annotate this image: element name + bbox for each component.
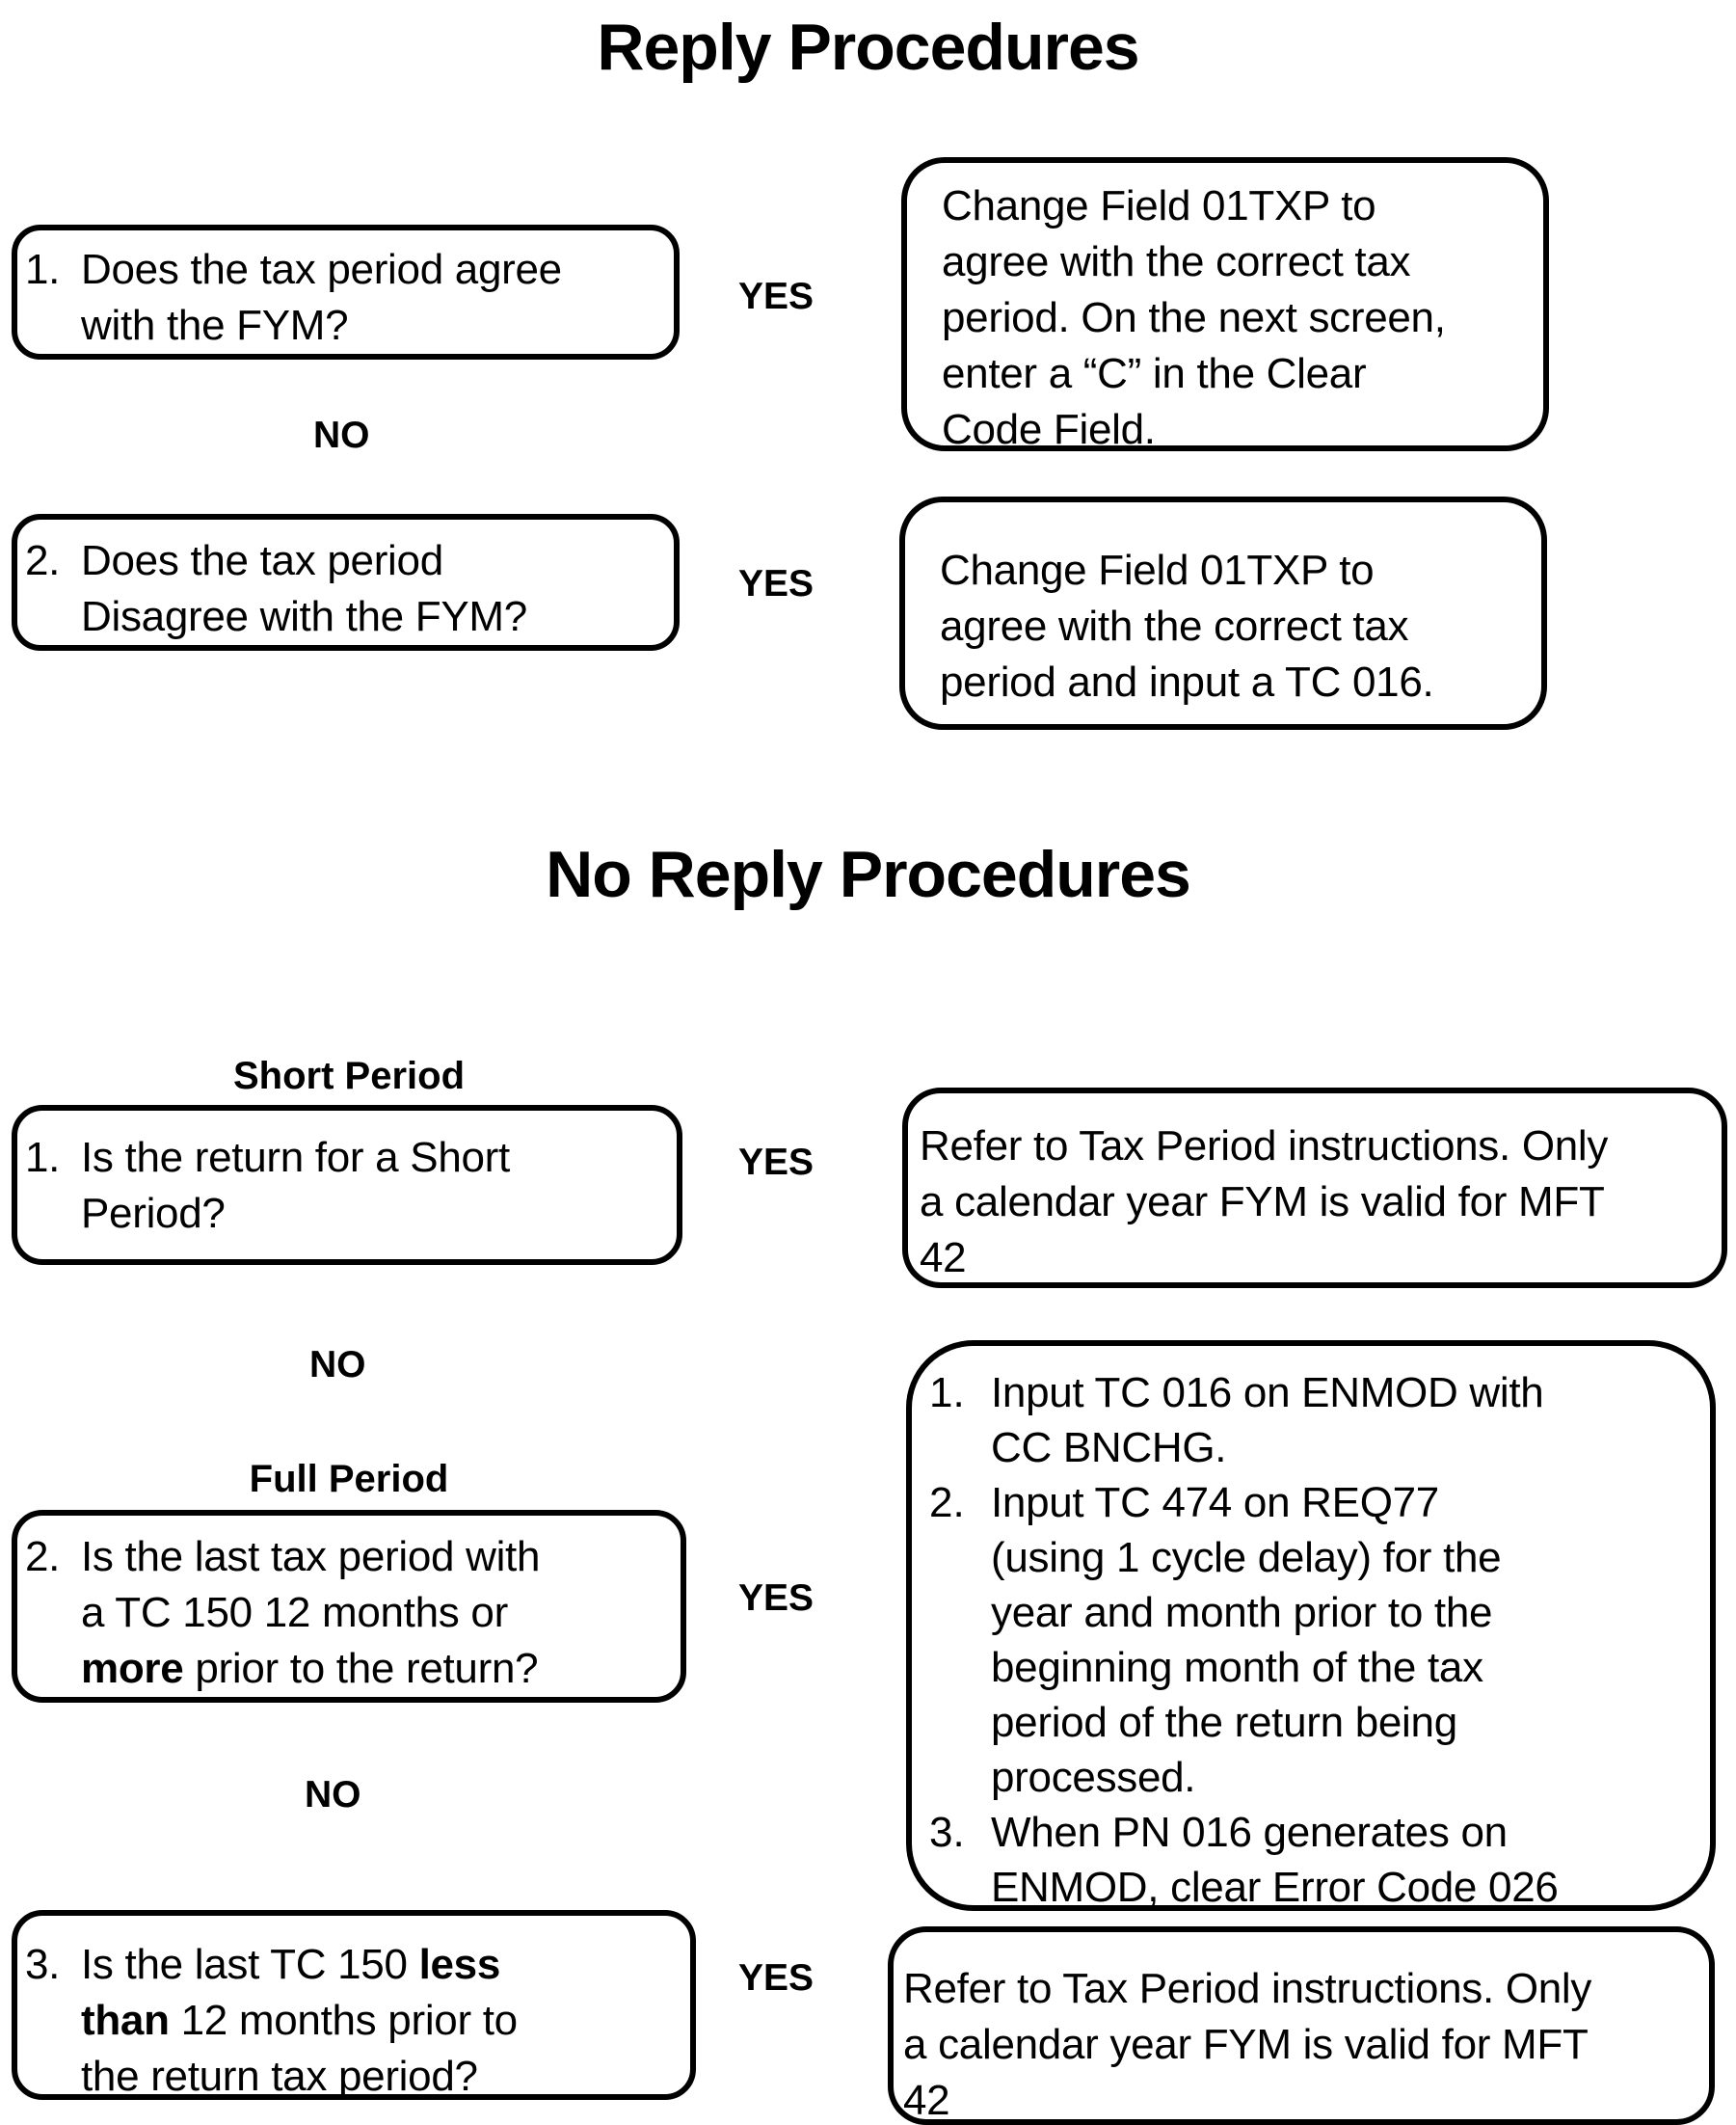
question-number: 2. — [25, 537, 61, 584]
question-text-part: prior to the return? — [183, 1645, 539, 1692]
answer-box-3: Refer to Tax Period instructions. Only a… — [902, 1088, 1727, 1288]
instruction-number: 1. — [929, 1369, 965, 1416]
question-text-bold: more — [81, 1645, 184, 1692]
question-text: Is the return for a Short Period? — [81, 1134, 510, 1237]
answer-text: Refer to Tax Period instructions. Only a… — [920, 1122, 1609, 1281]
question-text-part: Is the last tax period with a TC 150 12 … — [81, 1533, 541, 1636]
answer-text: Change Field 01TXP to agree with the cor… — [940, 547, 1434, 706]
question-box-1: 1. Does the tax period agree with the FY… — [12, 225, 680, 360]
question-box-4: 2. Is the last tax period with a TC 150 … — [12, 1510, 686, 1703]
full-period-heading: Full Period — [249, 1458, 449, 1500]
answer-box-2: Change Field 01TXP to agree with the cor… — [899, 497, 1547, 730]
no-label-1: NO — [313, 415, 370, 456]
question-text-bold: less than — [81, 1941, 500, 2044]
question-box-3: 1. Is the return for a Short Period? — [12, 1105, 682, 1265]
question-text: Is the last tax period with a TC 150 12 … — [81, 1529, 675, 1697]
yes-label-4: YES — [738, 1577, 815, 1619]
instruction-text: When PN 016 generates on ENMOD, clear Er… — [991, 1809, 1559, 1911]
question-text: Does the tax period agree with the FYM? — [81, 246, 562, 349]
answer-box-5: Refer to Tax Period instructions. Only a… — [888, 1926, 1715, 2125]
question-text-part: 12 months prior to the return tax period… — [81, 1997, 518, 2100]
answer-text: Refer to Tax Period instructions. Only a… — [903, 1965, 1592, 2124]
instruction-item-1: 1. Input TC 016 on ENMOD with CC BNCHG. — [929, 1365, 1704, 1475]
instruction-number: 3. — [929, 1809, 965, 1856]
short-period-heading: Short Period — [232, 1055, 466, 1097]
yes-label-1: YES — [738, 276, 815, 317]
question-text: Does the tax period Disagree with the FY… — [81, 537, 527, 640]
question-text: Is the last TC 150 less than 12 months p… — [81, 1937, 684, 2105]
question-number: 2. — [25, 1533, 61, 1580]
question-number: 1. — [25, 1134, 61, 1181]
no-reply-procedures-title: No Reply Procedures — [546, 838, 1191, 911]
answer-box-1: Change Field 01TXP to agree with the cor… — [901, 157, 1549, 453]
instruction-text: Input TC 016 on ENMOD with CC BNCHG. — [991, 1369, 1544, 1471]
no-label-2: NO — [309, 1344, 366, 1385]
answer-box-4: 1. Input TC 016 on ENMOD with CC BNCHG. … — [906, 1340, 1716, 1911]
answer-text: Change Field 01TXP to agree with the cor… — [942, 182, 1446, 453]
question-box-2: 2. Does the tax period Disagree with the… — [12, 514, 680, 651]
no-label-3: NO — [305, 1774, 361, 1816]
question-text-part: Is the last TC 150 — [81, 1941, 419, 1988]
question-number: 3. — [25, 1941, 61, 1988]
instruction-text: Input TC 474 on REQ77 (using 1 cycle del… — [991, 1479, 1502, 1801]
instruction-item-3: 3. When PN 016 generates on ENMOD, clear… — [929, 1805, 1704, 1915]
yes-label-2: YES — [738, 563, 815, 605]
reply-procedures-title: Reply Procedures — [597, 11, 1139, 84]
question-box-5: 3. Is the last TC 150 less than 12 month… — [12, 1910, 696, 2100]
yes-label-5: YES — [738, 1957, 815, 1999]
question-number: 1. — [25, 246, 61, 293]
yes-label-3: YES — [738, 1142, 815, 1183]
instruction-number: 2. — [929, 1479, 965, 1526]
instruction-item-2: 2. Input TC 474 on REQ77 (using 1 cycle … — [929, 1475, 1704, 1805]
